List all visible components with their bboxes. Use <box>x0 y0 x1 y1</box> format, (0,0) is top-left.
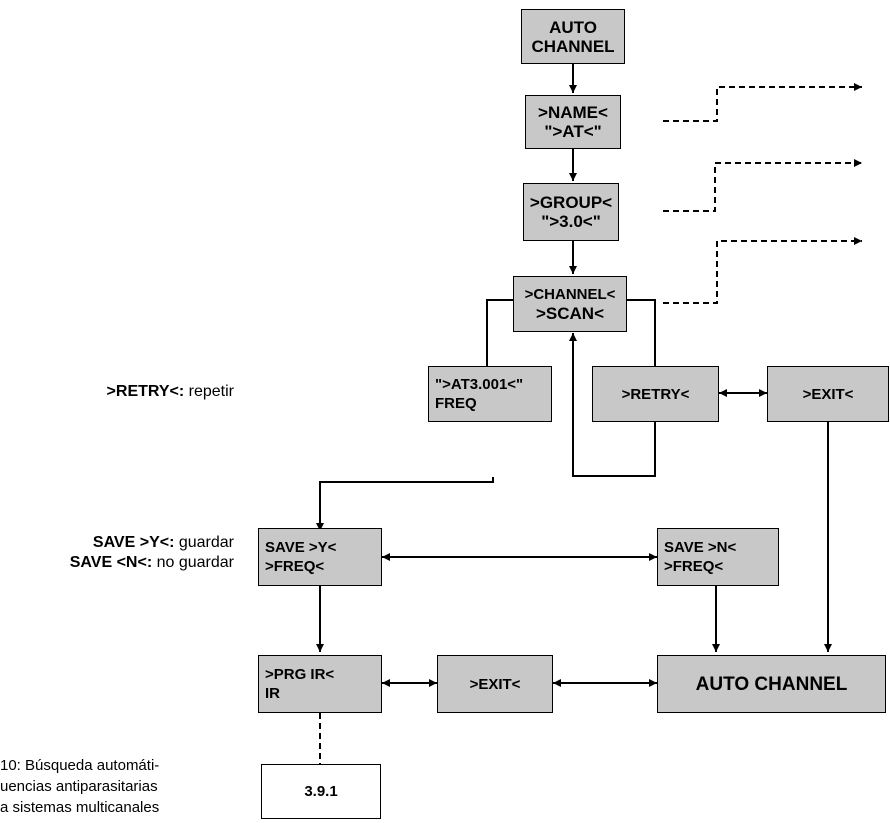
name-box: >NAME< ">AT<" <box>525 95 621 149</box>
retry-box: >RETRY< <box>592 366 719 422</box>
note-key: >RETRY<: <box>106 383 185 400</box>
box-line: 3.9.1 <box>304 783 338 800</box>
dashed-group-out <box>663 159 862 212</box>
box-line: ">AT3.001<" <box>435 376 524 393</box>
box-line: CHANNEL <box>531 36 615 56</box>
line-channel-right <box>627 299 656 366</box>
note-text: no guardar <box>152 554 234 571</box>
box-line: >EXIT< <box>469 675 521 693</box>
arrow-freq-to-save-y <box>316 477 494 531</box>
box-line: >FREQ< <box>664 558 724 575</box>
figure-caption: 10: Búsqueda automáti- uencias antiparas… <box>0 755 159 818</box>
box-line: SAVE >Y< <box>265 539 337 556</box>
group-box: >GROUP< ">3.0<" <box>523 183 619 241</box>
exit-bottom-box: >EXIT< <box>437 655 553 713</box>
caption-line: a sistemas multicanales <box>0 799 160 816</box>
caption-line: 10: Búsqueda automáti- <box>0 757 160 774</box>
box-line: >SCAN< <box>535 304 605 323</box>
save-yes-box: SAVE >Y< >FREQ< <box>258 528 382 586</box>
caption-line: uencias antiparasitarias <box>0 778 158 795</box>
arrow-retry-loop <box>569 333 656 477</box>
box-line: >PRG IR< <box>265 666 335 683</box>
program-ir-box: >PRG IR< IR <box>258 655 382 713</box>
box-line: >RETRY< <box>621 385 690 403</box>
section-reference-box: 3.9.1 <box>261 764 381 819</box>
box-line: >EXIT< <box>802 385 854 403</box>
box-line: ">AT<" <box>544 122 602 141</box>
box-line: >FREQ< <box>265 558 325 575</box>
line-channel-to-freq <box>486 299 513 366</box>
note-key: SAVE >Y<: <box>92 534 175 551</box>
box-line: IR <box>265 685 280 702</box>
box-line: AUTO <box>549 17 597 37</box>
box-line: SAVE >N< <box>664 539 737 556</box>
dashed-name-out <box>663 83 862 122</box>
note-text: repetir <box>184 383 234 400</box>
save-no-box: SAVE >N< >FREQ< <box>657 528 779 586</box>
save-yes-note: SAVE >Y<: guardar <box>93 533 234 553</box>
box-line: FREQ <box>435 395 477 412</box>
auto-channel-bottom-box: AUTO CHANNEL <box>657 655 886 713</box>
auto-channel-top-box: AUTO CHANNEL <box>521 9 625 64</box>
exit-top-box: >EXIT< <box>767 366 889 422</box>
note-key: SAVE <N<: <box>69 554 153 571</box>
dashed-channel-out <box>663 237 862 304</box>
channel-scan-box: >CHANNEL< >SCAN< <box>513 276 627 332</box>
box-line: >GROUP< <box>529 193 613 212</box>
freq-found-box: ">AT3.001<" FREQ <box>428 366 552 422</box>
box-line: AUTO CHANNEL <box>695 673 848 695</box>
box-line: >NAME< <box>538 103 608 122</box>
note-text: guardar <box>174 534 234 551</box>
box-line: ">3.0<" <box>541 212 601 231</box>
box-line: >CHANNEL< <box>524 286 616 303</box>
save-no-note: SAVE <N<: no guardar <box>70 553 234 573</box>
retry-note: >RETRY<: repetir <box>107 382 234 402</box>
